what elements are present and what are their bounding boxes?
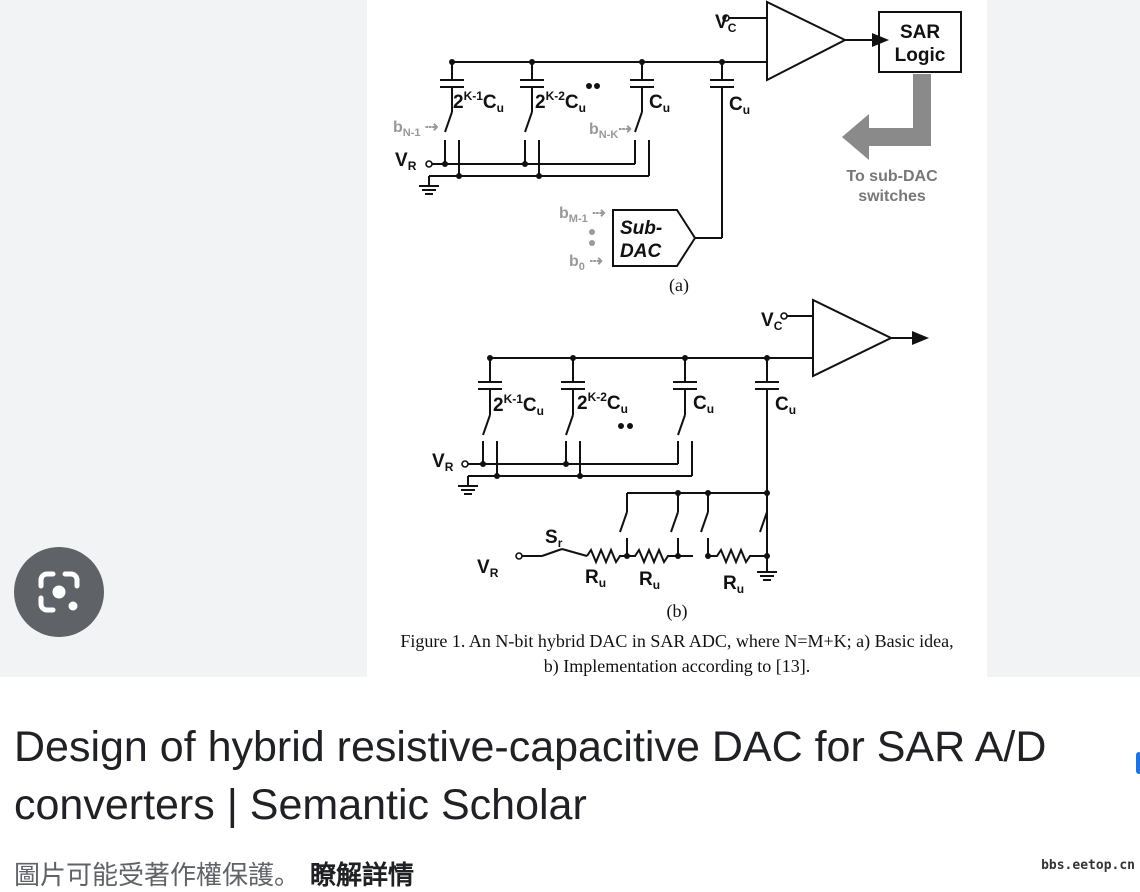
svg-text:VR: VR xyxy=(432,451,454,474)
svg-text:Cu: Cu xyxy=(729,94,750,117)
svg-text:VC: VC xyxy=(761,310,783,333)
panel-b-label: (b) xyxy=(667,601,688,622)
watermark: bbs.eetop.cn xyxy=(1041,858,1135,873)
svg-text:VC: VC xyxy=(715,12,737,35)
copyright-notice-text: 圖片可能受著作權保護。 xyxy=(14,861,301,891)
svg-text:Cu: Cu xyxy=(649,92,670,115)
figure-caption-line2: b) Implementation according to [13]. xyxy=(543,656,811,676)
image-preview-area: VC 2K-1Cu 2K-2Cu Cu Cu VR bN-1 ⇢ bN-K⇢ b… xyxy=(0,0,1140,677)
figure-caption-line1: Figure 1. An N-bit hybrid DAC in SAR ADC… xyxy=(400,631,954,651)
figure-image[interactable]: VC 2K-1Cu 2K-2Cu Cu Cu VR bN-1 ⇢ bN-K⇢ b… xyxy=(367,0,987,677)
svg-text:Ru: Ru xyxy=(723,573,744,596)
svg-text:bN-K⇢: bN-K⇢ xyxy=(589,121,632,141)
svg-text:VR: VR xyxy=(477,557,499,580)
circuit-diagram: VC 2K-1Cu 2K-2Cu Cu Cu VR bN-1 ⇢ bN-K⇢ b… xyxy=(393,0,962,622)
panel-a-label: (a) xyxy=(669,275,689,296)
svg-text:Sr: Sr xyxy=(545,527,563,550)
result-title[interactable]: Design of hybrid resistive-capacitive DA… xyxy=(14,723,1047,829)
subdac-label-line2: DAC xyxy=(620,241,661,262)
to-subdac-line1: To sub-DAC xyxy=(846,168,938,185)
svg-text:VR: VR xyxy=(395,150,417,173)
svg-text:Cu: Cu xyxy=(775,394,796,417)
svg-text:Ru: Ru xyxy=(585,567,606,590)
svg-text:Cu: Cu xyxy=(693,393,714,416)
svg-text:bN-1 ⇢: bN-1 ⇢ xyxy=(393,119,438,139)
svg-text:2K-1Cu: 2K-1Cu xyxy=(453,89,504,115)
sar-logic-line2: Logic xyxy=(895,45,946,66)
side-panel-edge xyxy=(1136,752,1140,774)
svg-text:2K-1Cu: 2K-1Cu xyxy=(493,392,544,418)
subdac-label-line1: Sub- xyxy=(620,218,662,239)
google-lens-button[interactable] xyxy=(14,547,104,637)
svg-text:b0 ⇢: b0 ⇢ xyxy=(569,253,603,273)
svg-text:bM-1 ⇢: bM-1 ⇢ xyxy=(559,205,606,225)
copyright-notice: 圖片可能受著作權保護。瞭解詳情 xyxy=(14,855,414,892)
svg-text:Ru: Ru xyxy=(639,569,660,592)
sar-logic-line1: SAR xyxy=(900,22,940,43)
svg-text:2K-2Cu: 2K-2Cu xyxy=(535,89,586,115)
google-lens-icon xyxy=(38,571,80,613)
to-subdac-line2: switches xyxy=(858,188,926,205)
svg-text:2K-2Cu: 2K-2Cu xyxy=(577,390,628,416)
learn-more-link[interactable]: 瞭解詳情 xyxy=(310,861,415,891)
